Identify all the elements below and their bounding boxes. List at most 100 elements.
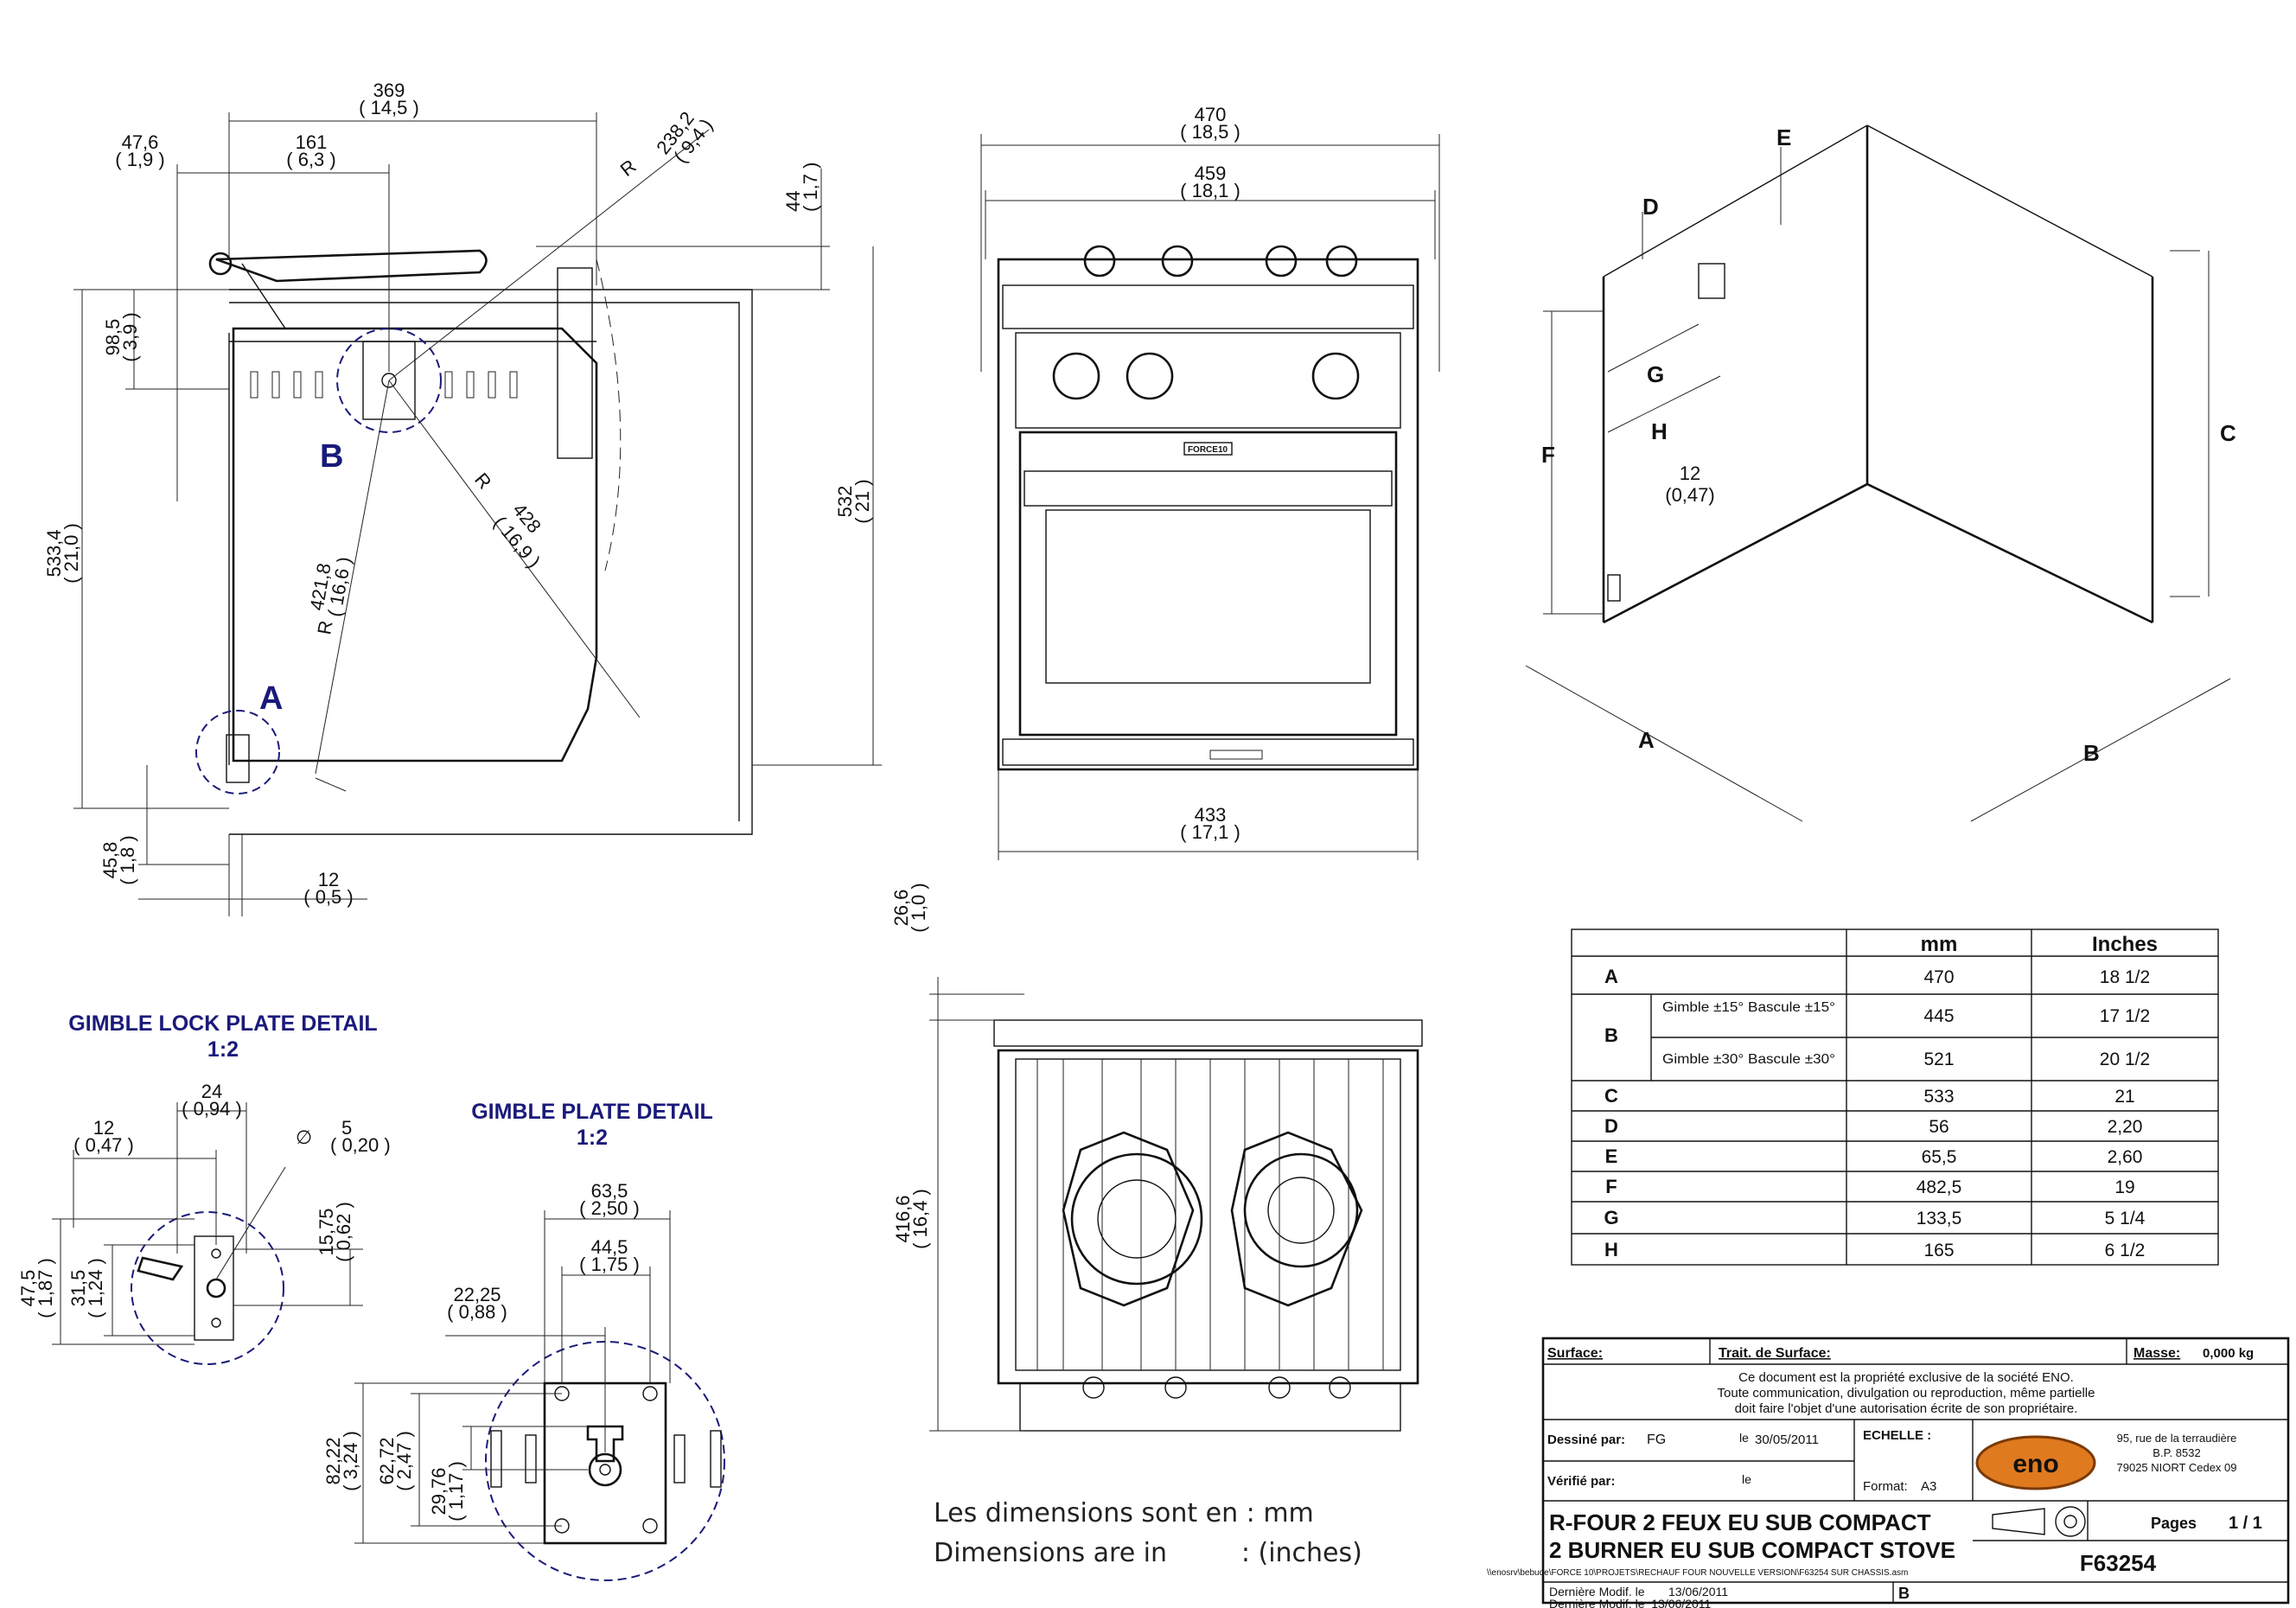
letter-g: G bbox=[1647, 361, 1664, 387]
dim-82-22: 82,22 bbox=[322, 1437, 344, 1484]
table-mm: 445 bbox=[1923, 1006, 1954, 1026]
dim-r-label-3: R bbox=[313, 619, 336, 636]
drawn-by-label: Dessiné par: bbox=[1547, 1433, 1625, 1447]
dim-31-5-in: ( 1,24 ) bbox=[85, 1258, 106, 1318]
dim-47-6: 47,6 bbox=[122, 131, 159, 153]
table-key: G bbox=[1604, 1207, 1618, 1228]
dim-44-5-in: ( 1,75 ) bbox=[579, 1254, 640, 1275]
dim-459-in: ( 18,1 ) bbox=[1180, 180, 1240, 201]
dim-12-lock-in: ( 0,47 ) bbox=[73, 1134, 134, 1156]
title-block: Surface: Trait. de Surface: Masse: 0,000… bbox=[1487, 1337, 2290, 1608]
table-mm: 133,5 bbox=[1917, 1209, 1962, 1228]
letter-f: F bbox=[1541, 442, 1555, 468]
dim-416-6: 416,6 bbox=[892, 1195, 914, 1242]
table-mm: 56 bbox=[1929, 1117, 1948, 1137]
dim-433: 433 bbox=[1195, 804, 1227, 826]
table-mm: 165 bbox=[1923, 1241, 1954, 1260]
modified-label: Dernière Modif. le bbox=[1549, 1585, 1645, 1598]
dim-47-6-in: ( 1,9 ) bbox=[115, 149, 164, 170]
table-in: 18 1/2 bbox=[2100, 967, 2150, 987]
address-line-3: 79025 NIORT Cedex 09 bbox=[2117, 1461, 2237, 1474]
front-view: FORCE10 470 ( 18,5 ) 459 ( 18,1 ) 433 ( … bbox=[980, 104, 1440, 860]
dim-98-5-in: ( 3,9 ) bbox=[119, 312, 141, 361]
dim-26-6-in: ( 1,0 ) bbox=[908, 883, 929, 932]
gimble-plate-title: GIMBLE PLATE DETAIL bbox=[471, 1100, 713, 1124]
notice-line-2: Toute communication, divulgation ou repr… bbox=[1718, 1386, 2095, 1401]
table-in: 6 1/2 bbox=[2105, 1241, 2146, 1260]
dim-45-8-in: ( 1,8 ) bbox=[117, 835, 138, 884]
table-header-inches: Inches bbox=[2092, 933, 2158, 956]
table-header-mm: mm bbox=[1921, 933, 1958, 956]
table-key: E bbox=[1605, 1145, 1618, 1167]
dim-5: 5 bbox=[341, 1117, 352, 1139]
table-key: B bbox=[1604, 1024, 1618, 1046]
dim-369-in: ( 14,5 ) bbox=[359, 97, 419, 118]
modified-ghost: Dernière Modif. le 13/06/2011 bbox=[1549, 1597, 1712, 1608]
table-key: H bbox=[1604, 1239, 1618, 1260]
letter-c: C bbox=[2220, 420, 2236, 446]
address-line-2: B.P. 8532 bbox=[2152, 1446, 2200, 1459]
dim-532-in: ( 21 ) bbox=[851, 479, 873, 523]
eno-logo-text: eno bbox=[2012, 1450, 2058, 1478]
dim-24: 24 bbox=[201, 1081, 222, 1102]
table-sub: Gimble ±30° Bascule ±30° bbox=[1662, 1052, 1835, 1067]
dim-470-in: ( 18,5 ) bbox=[1180, 121, 1240, 143]
top-view: 26,6 ( 1,0 ) 416,6 ( 16,4 ) bbox=[890, 883, 1423, 1432]
table-sub: Gimble ±15° Bascule ±15° bbox=[1662, 1000, 1835, 1015]
part-number: F63254 bbox=[2080, 1550, 2157, 1576]
table-key: A bbox=[1604, 966, 1618, 987]
dim-15-75-in: ( 0,62 ) bbox=[333, 1202, 354, 1262]
diameter-symbol: ∅ bbox=[296, 1126, 312, 1148]
gimble-lock-detail: GIMBLE LOCK PLATE DETAIL 1:2 24 ( 0,94 )… bbox=[17, 1011, 391, 1365]
note-dimensions-en: Dimensions are in : (inches) bbox=[934, 1538, 1362, 1568]
dim-29-76-in: ( 1,17 ) bbox=[445, 1461, 467, 1522]
format-label: Format: bbox=[1863, 1479, 1908, 1494]
clearance-in: (0,47) bbox=[1665, 484, 1714, 506]
brand-plate: FORCE10 bbox=[1188, 445, 1228, 455]
dim-470: 470 bbox=[1195, 104, 1227, 125]
dim-533-4: 533,4 bbox=[43, 529, 65, 577]
surface-label: Surface: bbox=[1547, 1346, 1603, 1361]
drawn-date-label: le bbox=[1739, 1431, 1749, 1445]
dim-r-label-2: R bbox=[470, 469, 495, 493]
dim-22-25-in: ( 0,88 ) bbox=[447, 1301, 507, 1323]
table-in: 2,20 bbox=[2108, 1117, 2143, 1137]
drawn-by: FG bbox=[1647, 1433, 1666, 1447]
dim-416-6-in: ( 16,4 ) bbox=[909, 1189, 931, 1249]
dim-12-in: ( 0,5 ) bbox=[303, 886, 353, 908]
mass-value: 0,000 kg bbox=[2203, 1346, 2254, 1361]
dim-533-4-in: ( 21,0 ) bbox=[61, 523, 82, 584]
checked-date-label: le bbox=[1742, 1472, 1751, 1486]
gimble-lock-title: GIMBLE LOCK PLATE DETAIL bbox=[68, 1011, 377, 1036]
dimension-table: mm Inches A 470 18 1/2 B Gimble ±15° Bas… bbox=[1571, 928, 2219, 1266]
dim-63-5: 63,5 bbox=[591, 1180, 628, 1202]
modified-date: 13/06/2011 bbox=[1668, 1585, 1728, 1598]
notice-line-1: Ce document est la propriété exclusive d… bbox=[1738, 1370, 2074, 1385]
pages-value: 1 / 1 bbox=[2229, 1514, 2262, 1533]
dim-82-22-in: ( 3,24 ) bbox=[340, 1431, 361, 1491]
format-value: A3 bbox=[1921, 1479, 1936, 1494]
table-in: 2,60 bbox=[2108, 1147, 2143, 1167]
dim-29-76: 29,76 bbox=[428, 1467, 450, 1515]
marker-b: B bbox=[320, 438, 343, 475]
dim-47-5-in: ( 1,87 ) bbox=[35, 1258, 56, 1318]
mass-label: Masse: bbox=[2133, 1346, 2180, 1361]
letter-e: E bbox=[1776, 124, 1791, 150]
dim-44: 44 bbox=[782, 191, 804, 212]
dim-26-6: 26,6 bbox=[890, 890, 912, 927]
address-line-1: 95, rue de la terraudière bbox=[2117, 1432, 2237, 1445]
table-key: D bbox=[1604, 1115, 1618, 1137]
table-in: 20 1/2 bbox=[2100, 1050, 2150, 1069]
dim-r-label-1: R bbox=[616, 155, 641, 180]
dim-62-72: 62,72 bbox=[376, 1437, 398, 1484]
gimble-plate-detail: GIMBLE PLATE DETAIL 1:2 63,5 ( 2,50 ) 44… bbox=[322, 1100, 725, 1581]
dim-63-5-in: ( 2,50 ) bbox=[579, 1197, 640, 1219]
dim-62-72-in: ( 2,47 ) bbox=[393, 1431, 415, 1491]
dim-44-5: 44,5 bbox=[591, 1236, 628, 1258]
gimble-lock-scale: 1:2 bbox=[207, 1037, 239, 1062]
letter-h: H bbox=[1651, 418, 1668, 444]
eno-logo bbox=[1975, 1435, 2096, 1490]
table-in: 17 1/2 bbox=[2100, 1006, 2150, 1026]
dim-44-in: ( 1,7 ) bbox=[800, 163, 821, 212]
